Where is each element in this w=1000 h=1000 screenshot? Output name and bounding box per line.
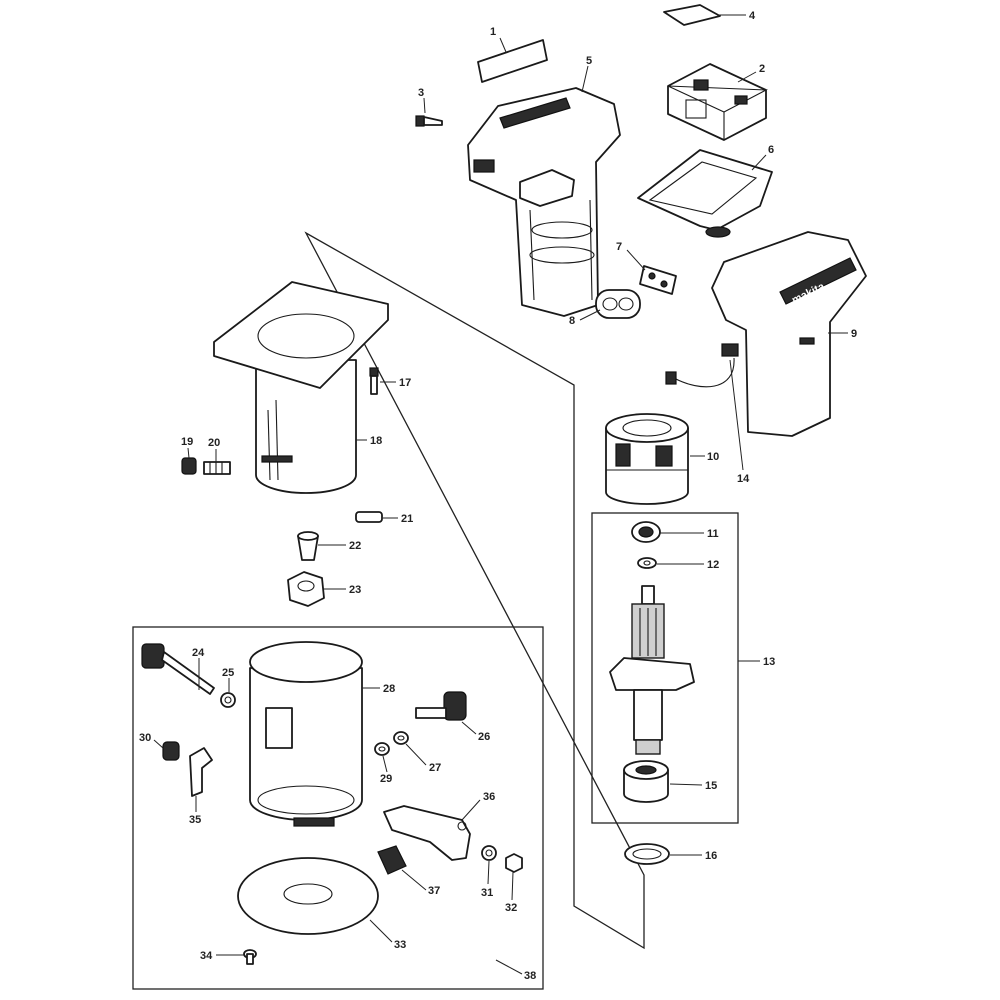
part-collet-nut — [287, 571, 325, 607]
label-part-3: 3 — [418, 87, 424, 99]
label-part-17: 17 — [399, 377, 411, 389]
part-thumb-screw — [415, 691, 467, 721]
part-switch — [667, 63, 769, 141]
part-collet-cone — [297, 531, 319, 561]
label-part-28: 28 — [383, 683, 395, 695]
part-controller — [637, 149, 773, 238]
label-part-5: 5 — [586, 55, 592, 67]
part-stator — [605, 413, 689, 505]
part-rubber-pad — [377, 845, 407, 875]
label-part-21: 21 — [401, 513, 413, 525]
frame-plunge-base-kit — [132, 626, 544, 990]
label-part-12: 12 — [707, 559, 719, 571]
label-part-4: 4 — [749, 10, 756, 22]
part-cap-19 — [181, 457, 197, 475]
label-part-10: 10 — [707, 451, 719, 463]
label-part-22: 22 — [349, 540, 361, 552]
label-part-2: 2 — [759, 63, 765, 75]
label-part-15: 15 — [705, 780, 717, 792]
part-insulation-plate — [639, 265, 677, 295]
label-part-7: 7 — [616, 241, 622, 253]
label-part-11: 11 — [707, 528, 719, 540]
label-part-30: 30 — [139, 732, 151, 744]
part-ball-bearing-15 — [623, 760, 669, 803]
part-tapping-screw-17 — [369, 367, 379, 395]
part-clamp-lever — [383, 805, 471, 861]
part-rubber-ring-16 — [624, 843, 670, 865]
part-washer-29 — [374, 742, 390, 756]
label-part-32: 32 — [505, 902, 517, 914]
part-number-labels: 1 2 3 4 5 6 7 8 9 10 11 12 13 14 15 16 1… — [139, 10, 857, 982]
part-motor-housing — [467, 87, 621, 317]
label-part-31: 31 — [481, 887, 493, 899]
part-knurled-nut — [162, 741, 180, 761]
label-part-35: 35 — [189, 814, 201, 826]
label-part-8: 8 — [569, 315, 575, 327]
label-part-6: 6 — [768, 144, 774, 156]
part-washer-31 — [481, 845, 497, 861]
part-label-plate — [477, 39, 548, 83]
label-part-14: 14 — [737, 473, 750, 485]
frame-base-assembly — [304, 231, 645, 950]
part-washer-25 — [220, 692, 236, 708]
part-clamp-knob-shaft — [141, 643, 215, 695]
label-part-26: 26 — [478, 731, 490, 743]
part-base-housing — [213, 281, 389, 494]
part-washer-12 — [637, 557, 657, 569]
part-housing-cover: makita — [711, 231, 867, 437]
part-rubber-gasket — [595, 289, 641, 319]
label-part-38: 38 — [524, 970, 536, 982]
label-part-33: 33 — [394, 939, 406, 951]
label-part-34: 34 — [200, 950, 213, 962]
part-lead-wire — [665, 343, 739, 388]
label-part-9: 9 — [851, 328, 857, 340]
label-part-25: 25 — [222, 667, 234, 679]
part-base-plate — [237, 857, 379, 935]
part-router-base — [249, 641, 363, 827]
frame-armature-group — [591, 512, 739, 824]
label-part-19: 19 — [181, 436, 193, 448]
leader-lines — [153, 14, 848, 975]
label-part-16: 16 — [705, 850, 717, 862]
part-ball-bearing-11 — [631, 521, 661, 543]
part-rotor — [609, 585, 695, 755]
label-part-18: 18 — [370, 435, 382, 447]
label-part-20: 20 — [208, 437, 220, 449]
label-part-23: 23 — [349, 584, 361, 596]
part-tapping-screw-3 — [415, 115, 443, 127]
label-part-36: 36 — [483, 791, 495, 803]
label-part-1: 1 — [490, 26, 496, 38]
part-bracket — [189, 747, 213, 797]
part-compression-spring — [203, 461, 231, 475]
label-part-29: 29 — [380, 773, 392, 785]
part-name-label — [663, 4, 721, 26]
part-hex-nut — [505, 853, 523, 873]
label-part-13: 13 — [763, 656, 775, 668]
label-part-27: 27 — [429, 762, 441, 774]
part-washer-27 — [393, 731, 409, 745]
label-part-37: 37 — [428, 885, 440, 897]
part-pin-21 — [355, 511, 383, 523]
part-flat-head-screw — [243, 949, 257, 965]
label-part-24: 24 — [192, 647, 205, 659]
